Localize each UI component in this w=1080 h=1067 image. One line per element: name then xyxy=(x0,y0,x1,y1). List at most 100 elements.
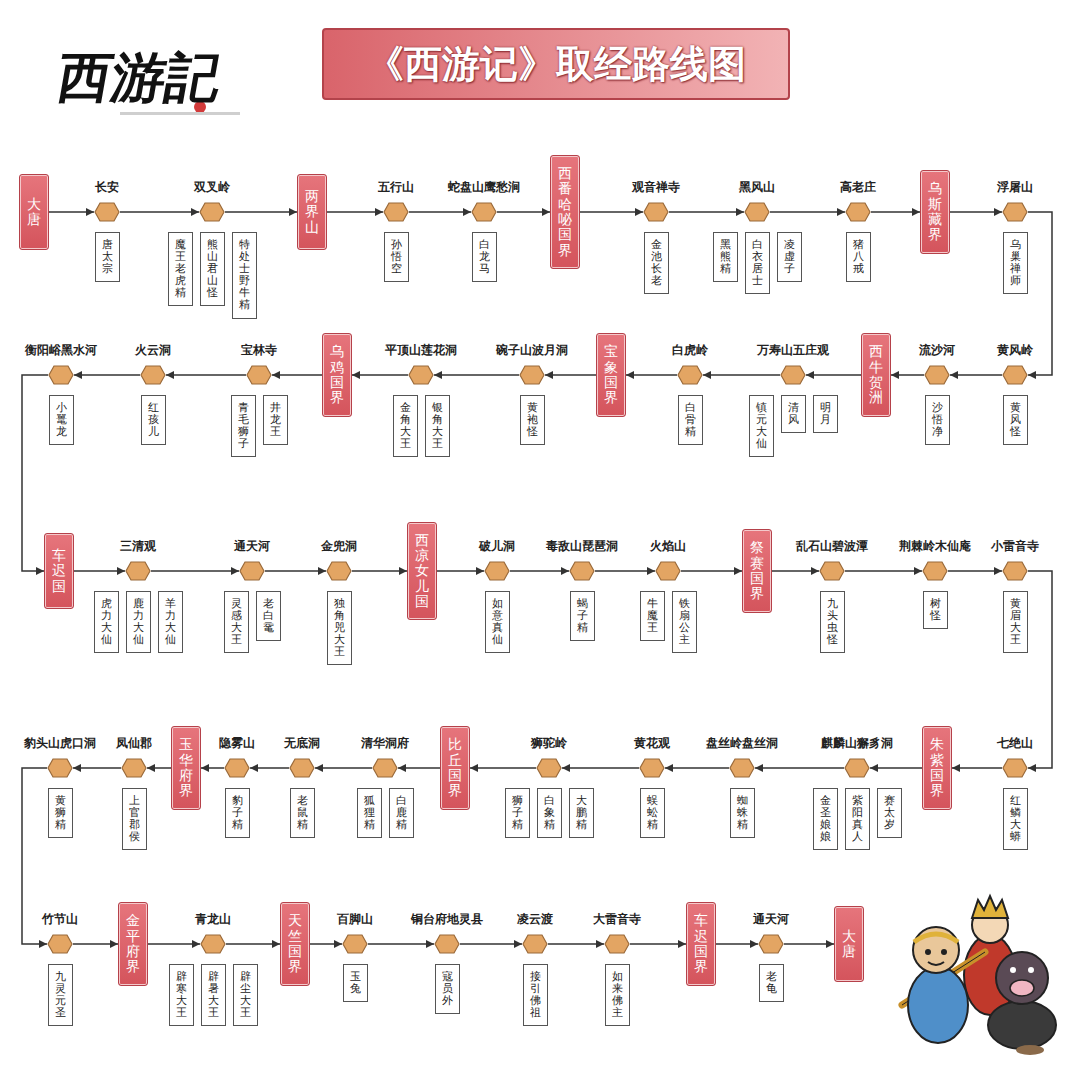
region-name: 西番哈咇国界 xyxy=(558,166,572,258)
hexagon-shape xyxy=(94,202,120,222)
route-arrow xyxy=(681,570,742,572)
character-name: 青毛狮子 xyxy=(238,402,249,450)
character-box: 寇员外 xyxy=(435,964,460,1014)
character-name: 白象精 xyxy=(544,795,555,831)
character-name: 黄狮精 xyxy=(55,795,66,831)
hexagon-shape xyxy=(47,934,73,954)
character-box: 凌虚子 xyxy=(777,232,802,282)
character-box: 孙悟空 xyxy=(384,232,409,282)
hexagon-outline xyxy=(820,562,844,580)
region-box: 金平府界 xyxy=(118,902,148,986)
character-name: 猪八戒 xyxy=(853,239,864,275)
character-name: 金圣娘娘 xyxy=(820,795,831,843)
character-name: 虎力大仙 xyxy=(101,598,112,646)
route-arrow xyxy=(948,570,1002,572)
region-name: 车迟国 xyxy=(52,548,66,594)
character-name: 熊山君山怪 xyxy=(207,239,218,299)
place-name: 浮屠山 xyxy=(997,179,1033,196)
character-box: 灵感大王 xyxy=(224,591,249,653)
place-name: 衡阳峪黑水河 xyxy=(25,342,97,359)
route-arrow xyxy=(250,767,289,769)
character-box: 狮子精 xyxy=(505,788,530,838)
character-name: 鹿力大仙 xyxy=(133,598,144,646)
region-name: 西牛贺洲 xyxy=(869,344,883,406)
hexagon-outline xyxy=(644,203,668,221)
place-hexagon: 黄风岭 xyxy=(1002,365,1028,385)
character-box: 白鹿精 xyxy=(389,788,414,838)
hexagon-shape xyxy=(758,934,784,954)
region-box: 西凉女儿国 xyxy=(407,522,437,621)
route-arrow xyxy=(470,767,536,769)
character-box: 树怪 xyxy=(923,591,948,629)
route-arrow xyxy=(950,374,1002,376)
character-name: 镇元大仙 xyxy=(756,402,767,450)
place-name: 七绝山 xyxy=(997,735,1033,752)
route-arrow xyxy=(120,211,199,213)
route-arrow xyxy=(510,570,569,572)
hexagon-shape xyxy=(643,202,669,222)
hexagon-shape xyxy=(471,202,497,222)
character-box: 老鼠精 xyxy=(290,788,315,838)
hexagon-shape xyxy=(1002,758,1028,778)
place-name: 铜台府地灵县 xyxy=(411,911,483,928)
place-name: 黄花观 xyxy=(634,735,670,752)
hexagon-outline xyxy=(1003,366,1027,384)
region-box: 乌鸡国界 xyxy=(322,333,352,417)
character-box: 唐太宗 xyxy=(95,232,120,282)
character-box: 上官郡侯 xyxy=(122,788,147,850)
place-name: 万寿山五庄观 xyxy=(757,342,829,359)
place-hexagon: 百脚山 xyxy=(342,934,368,954)
hexagon-shape xyxy=(224,758,250,778)
region-name: 朱紫国界 xyxy=(930,737,944,799)
place-hexagon: 火云洞 xyxy=(140,365,166,385)
place-hexagon: 青龙山 xyxy=(200,934,226,954)
character-box: 魔王老虎精 xyxy=(168,232,193,306)
character-name: 红鳞大蟒 xyxy=(1010,795,1021,843)
place-hexagon: 隐雾山 xyxy=(224,758,250,778)
place-name: 大雷音寺 xyxy=(593,911,641,928)
character-box: 赛太岁 xyxy=(877,788,902,838)
region-name: 大唐 xyxy=(27,197,41,228)
route-arrow xyxy=(772,570,819,572)
region-box: 天竺国界 xyxy=(280,902,310,986)
region-box: 祭赛国界 xyxy=(742,529,772,613)
route-arrow xyxy=(225,211,297,213)
title-text: 《西游记》取经路线图 xyxy=(366,39,746,90)
place-hexagon: 小雷音寺 xyxy=(1002,561,1028,581)
character-name: 唐太宗 xyxy=(102,239,113,275)
region-name: 金平府界 xyxy=(126,913,140,975)
character-box: 铁扇公主 xyxy=(672,591,697,653)
character-box: 熊山君山怪 xyxy=(200,232,225,306)
hexagon-shape xyxy=(48,365,74,385)
character-box: 老龟 xyxy=(759,964,784,1002)
place-hexagon: 流沙河 xyxy=(924,365,950,385)
place-name: 三清观 xyxy=(120,538,156,555)
character-name: 白龙马 xyxy=(479,239,490,275)
character-name: 金池长老 xyxy=(651,239,662,287)
character-box: 白象精 xyxy=(537,788,562,838)
route-arrow xyxy=(845,570,922,572)
hexagon-outline xyxy=(373,759,397,777)
place-hexagon: 凌云渡 xyxy=(522,934,548,954)
character-name: 九头虫怪 xyxy=(827,598,838,646)
region-box: 西牛贺洲 xyxy=(861,333,891,417)
hexagon-shape xyxy=(844,758,870,778)
character-name: 上官郡侯 xyxy=(129,795,140,843)
character-box: 独角兕大王 xyxy=(327,591,352,665)
character-box: 大鹏精 xyxy=(569,788,594,838)
hexagon-outline xyxy=(845,759,869,777)
place-hexagon: 荆棘岭木仙庵 xyxy=(922,561,948,581)
hexagon-outline xyxy=(201,935,225,953)
route-arrow xyxy=(73,767,121,769)
region-box: 朱紫国界 xyxy=(922,726,952,810)
hexagon-shape xyxy=(819,561,845,581)
place-hexagon: 高老庄 xyxy=(845,202,871,222)
hexagon-outline xyxy=(240,562,264,580)
hexagon-shape xyxy=(434,934,460,954)
hexagon-shape xyxy=(569,561,595,581)
hexagon-outline xyxy=(570,562,594,580)
place-name: 麒麟山獬豸洞 xyxy=(821,735,893,752)
hexagon-outline xyxy=(925,366,949,384)
hexagon-shape xyxy=(677,365,703,385)
character-name: 井龙王 xyxy=(270,402,281,438)
